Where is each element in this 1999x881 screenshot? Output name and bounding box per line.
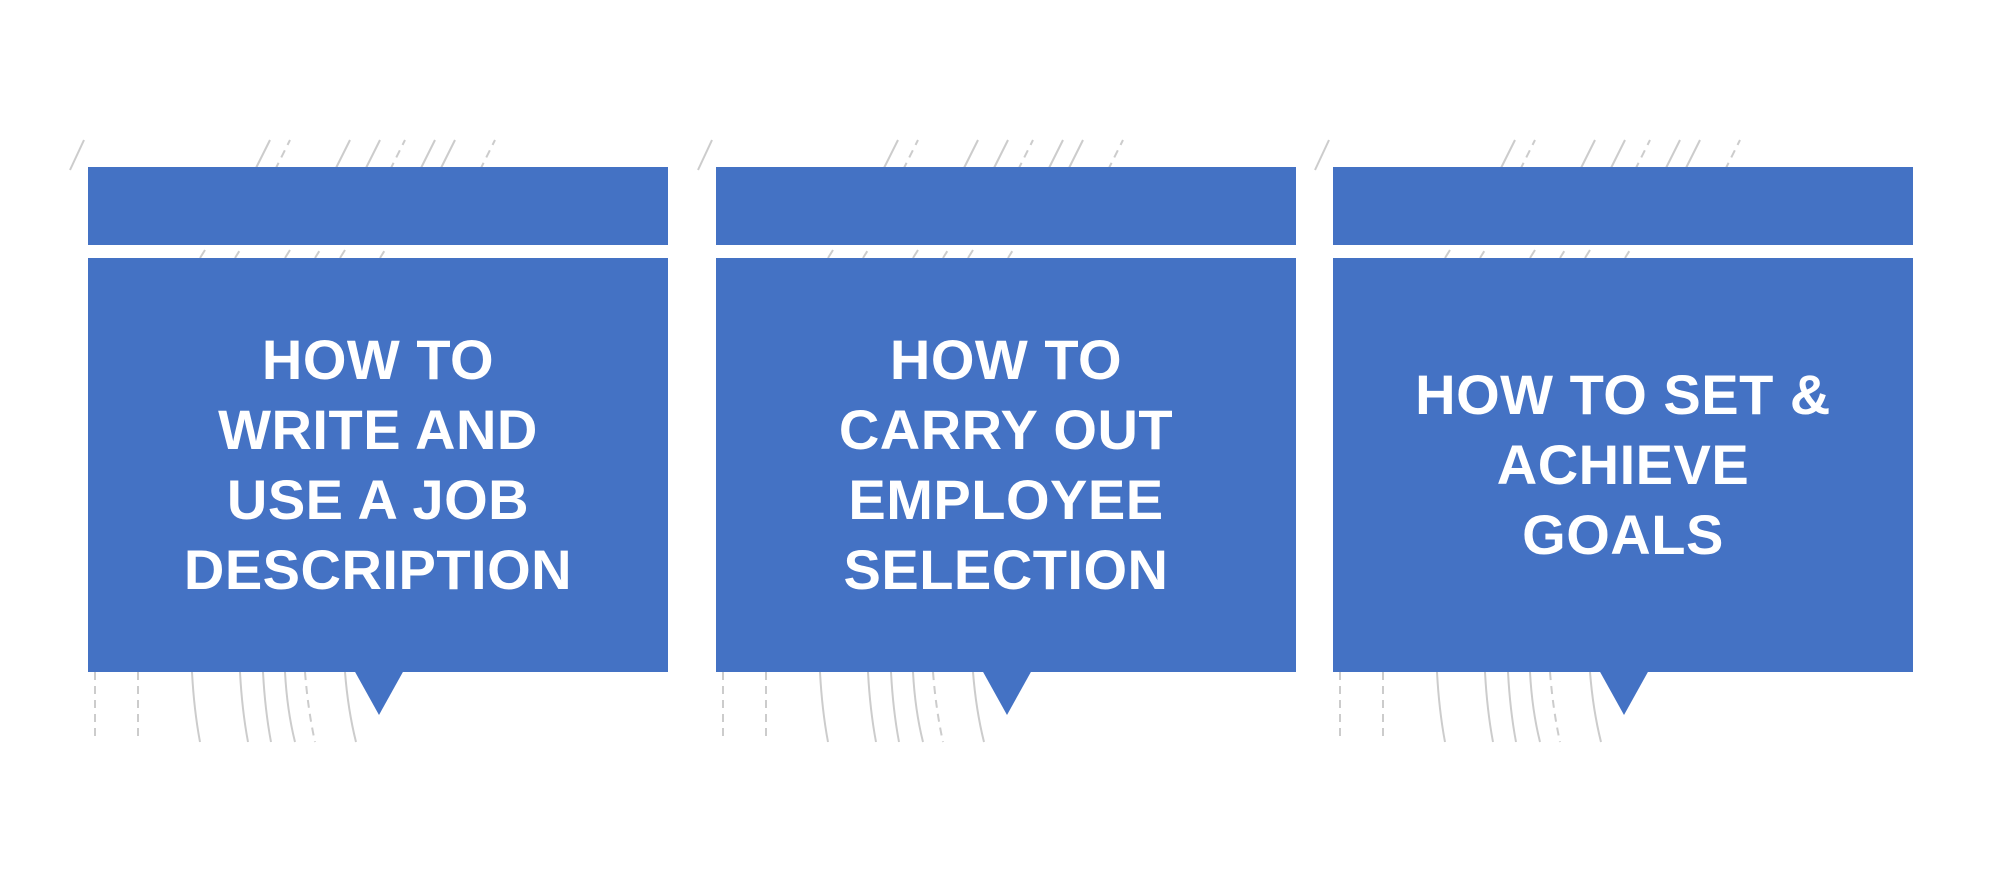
decorative-line <box>1007 249 1014 259</box>
decorative-line <box>1444 249 1451 259</box>
decorative-line <box>882 139 899 171</box>
decorative-line <box>1559 249 1566 259</box>
decorative-curve <box>1549 671 1561 743</box>
decorative-curve <box>932 671 944 743</box>
decorative-line <box>902 139 919 171</box>
decorative-curve <box>262 671 272 743</box>
decorative-line <box>479 139 496 171</box>
decorative-curve <box>191 671 201 743</box>
card-header-bar <box>88 167 668 245</box>
decorative-line <box>439 139 456 171</box>
decorative-curve <box>1436 671 1446 743</box>
decorative-line <box>1107 139 1124 171</box>
decorative-line <box>1579 139 1596 171</box>
decorative-line <box>284 249 291 259</box>
decorative-line <box>1584 249 1591 259</box>
decorative-line <box>314 249 321 259</box>
decorative-line <box>1519 139 1536 171</box>
decorative-line <box>69 139 85 171</box>
decorative-line <box>1624 249 1631 259</box>
card-body: HOW TO SET & ACHIEVE GOALS <box>1333 258 1913 672</box>
card-body: HOW TO WRITE AND USE A JOB DESCRIPTION <box>88 258 668 672</box>
decorative-line <box>199 249 206 259</box>
decorative-line <box>1609 139 1626 171</box>
decorative-curve <box>304 671 316 743</box>
topic-card-3: HOW TO SET & ACHIEVE GOALS <box>1333 0 1913 881</box>
callout-pointer <box>354 670 404 715</box>
decorative-line <box>962 139 979 171</box>
decorative-line <box>912 249 919 259</box>
decorative-line <box>942 249 949 259</box>
decorative-line <box>1314 139 1330 171</box>
decorative-curve <box>1589 671 1602 743</box>
decorative-line <box>419 139 436 171</box>
decorative-curve <box>912 671 924 743</box>
decorative-curve <box>284 671 296 743</box>
decorative-line <box>234 249 241 259</box>
decorative-line <box>1724 139 1741 171</box>
topic-card-1: HOW TO WRITE AND USE A JOB DESCRIPTION <box>88 0 668 881</box>
decorative-line <box>379 249 386 259</box>
decorative-line <box>862 249 869 259</box>
decorative-line <box>1684 139 1701 171</box>
decorative-line <box>1479 249 1486 259</box>
card-title: HOW TO WRITE AND USE A JOB DESCRIPTION <box>183 328 573 601</box>
card-header-bar <box>1333 167 1913 245</box>
decorative-line <box>992 139 1009 171</box>
decorative-curve <box>1507 671 1517 743</box>
decorative-line <box>967 249 974 259</box>
decorative-line <box>1664 139 1681 171</box>
decorative-curve <box>867 671 877 743</box>
decorative-curve <box>344 671 357 743</box>
decorative-curve <box>1484 671 1494 743</box>
decorative-curve <box>972 671 985 743</box>
callout-pointer <box>1599 670 1649 715</box>
decorative-line <box>274 139 291 171</box>
card-title: HOW TO CARRY OUT EMPLOYEE SELECTION <box>838 328 1174 601</box>
card-body: HOW TO CARRY OUT EMPLOYEE SELECTION <box>716 258 1296 672</box>
card-header-bar <box>716 167 1296 245</box>
decorative-line <box>334 139 351 171</box>
decorative-line <box>1634 139 1651 171</box>
callout-pointer <box>982 670 1032 715</box>
decorative-line <box>339 249 346 259</box>
decorative-curve <box>890 671 900 743</box>
decorative-curve <box>239 671 249 743</box>
decorative-line <box>827 249 834 259</box>
topic-card-2: HOW TO CARRY OUT EMPLOYEE SELECTION <box>716 0 1296 881</box>
decorative-line <box>364 139 381 171</box>
card-title: HOW TO SET & ACHIEVE GOALS <box>1415 363 1831 566</box>
decorative-line <box>389 139 406 171</box>
decorative-curve <box>819 671 829 743</box>
decorative-line <box>1047 139 1064 171</box>
decorative-line <box>697 139 713 171</box>
decorative-line <box>1529 249 1536 259</box>
decorative-line <box>1499 139 1516 171</box>
decorative-line <box>254 139 271 171</box>
decorative-curve <box>1529 671 1541 743</box>
decorative-line <box>1067 139 1084 171</box>
decorative-line <box>1017 139 1034 171</box>
